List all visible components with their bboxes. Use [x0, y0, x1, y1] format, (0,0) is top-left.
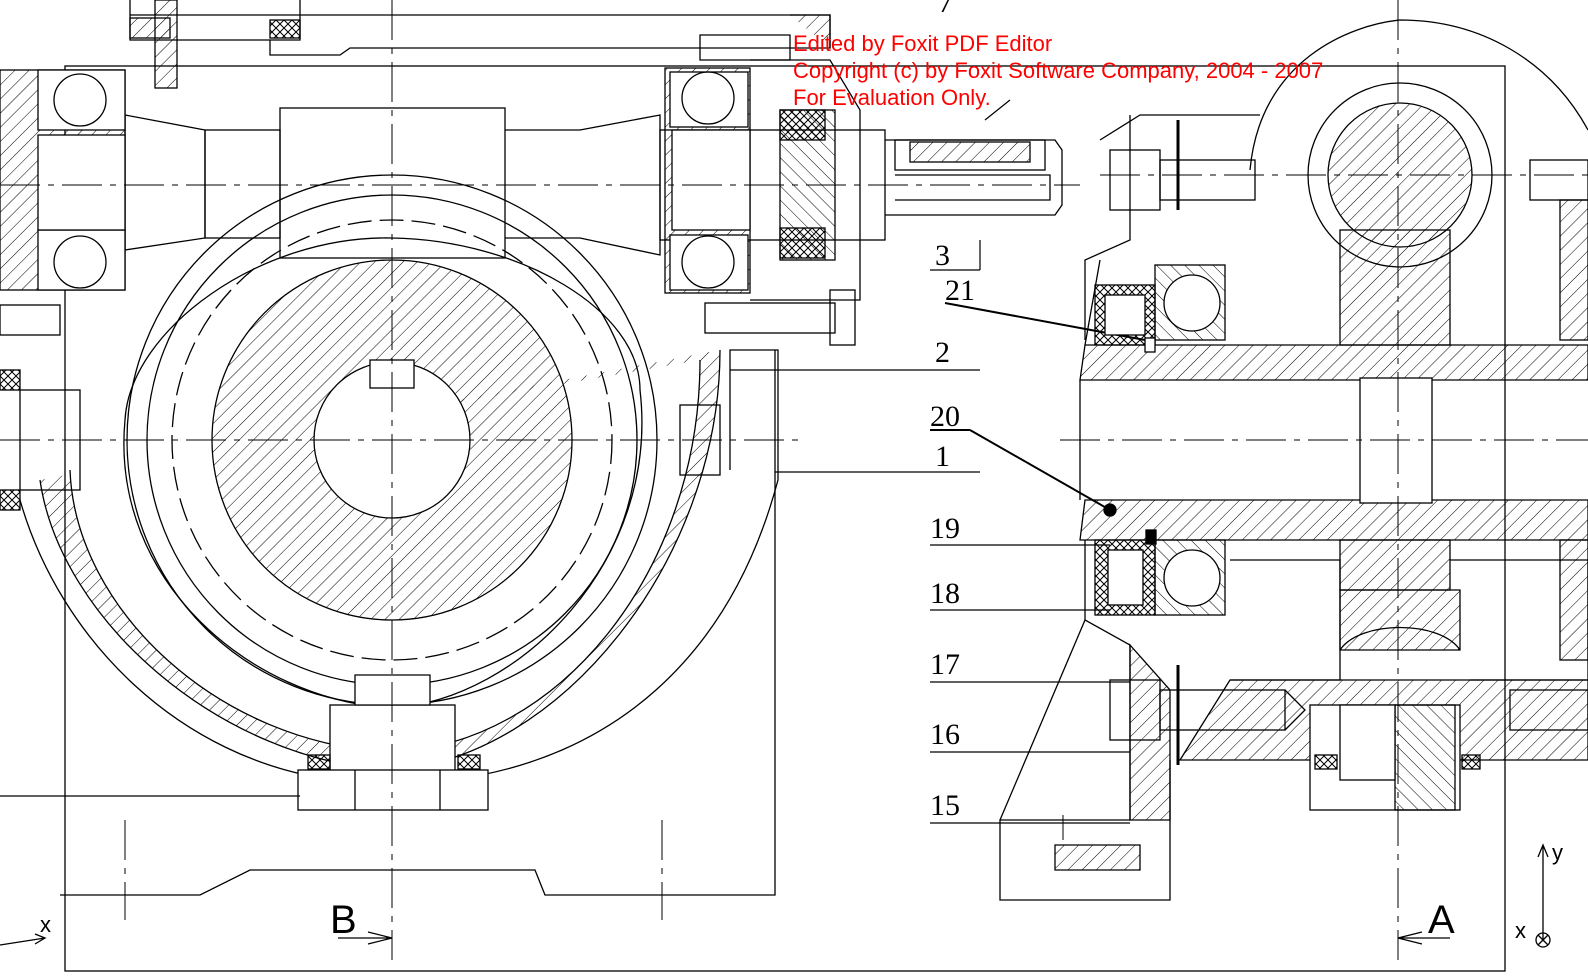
label-part-20: 20: [930, 400, 960, 433]
leader-lines: [730, 99, 1146, 824]
label-part-15: 15: [930, 789, 960, 822]
label-part-17: 17: [930, 648, 960, 681]
section-label-a: A: [1428, 898, 1455, 942]
label-part-19: 19: [930, 512, 960, 545]
x-axis-label-left: x: [40, 912, 51, 937]
section-arrow-b: [338, 931, 393, 945]
label-part-18: 18: [930, 577, 960, 610]
y-axis-label-right: y: [1552, 840, 1563, 865]
y-axis-arrow-right: [1537, 843, 1549, 940]
label-part-16: 16: [930, 718, 960, 751]
right-section-view: [999, 0, 1588, 960]
watermark-line-2: Copyright (c) by Foxit Software Company,…: [793, 58, 1324, 83]
z-axis-into-page-symbol: [1535, 932, 1551, 948]
section-label-b: B: [330, 898, 357, 942]
left-section-view: [0, 0, 1080, 960]
label-part-1: 1: [935, 440, 950, 473]
watermark-line-1: Edited by Foxit PDF Editor: [793, 31, 1053, 56]
label-part-2: 2: [935, 336, 950, 369]
foxit-watermark: Edited by Foxit PDF Editor Copyright (c)…: [793, 30, 1323, 111]
section-arrow-a: [1397, 931, 1450, 945]
x-axis-arrow-left: [0, 933, 47, 946]
x-axis-label-right: x: [1515, 918, 1526, 943]
label-part-21: 21: [945, 274, 975, 307]
label-part-3: 3: [935, 239, 950, 272]
part-number-labels: 7 3 21 2 20 1 19 18 17 16 15: [930, 0, 975, 822]
label-part-7: 7: [938, 0, 953, 19]
watermark-line-3: For Evaluation Only.: [793, 85, 991, 110]
